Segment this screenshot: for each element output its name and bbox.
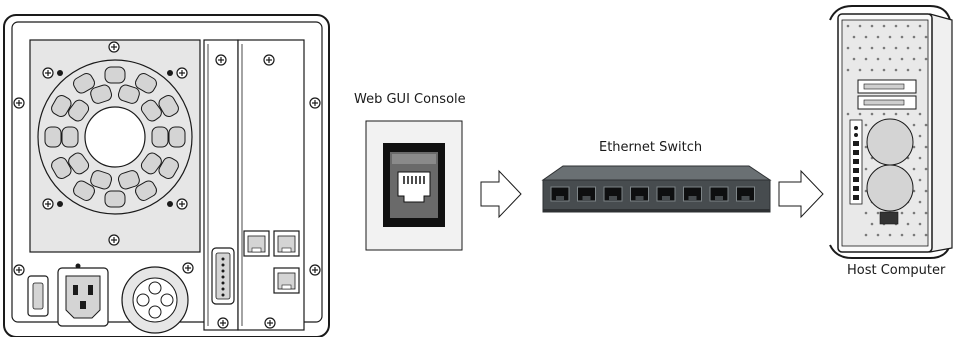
screw-icon <box>217 317 229 329</box>
badge-icon <box>879 211 899 225</box>
fan-slot <box>158 157 179 179</box>
screw-icon <box>182 262 194 274</box>
fan-slot <box>151 126 169 148</box>
rj45-port-icon <box>273 230 300 257</box>
switch-port <box>736 186 755 202</box>
screw-icon <box>309 97 321 109</box>
rj45-port-icon <box>273 267 300 294</box>
drive-bays <box>857 79 917 110</box>
switch-port <box>630 186 649 202</box>
fan-slot <box>158 95 179 117</box>
fan-slot <box>104 66 126 84</box>
arrow-right-icon <box>778 169 824 219</box>
host-computer <box>829 5 953 259</box>
host-computer-label: Host Computer <box>847 263 946 278</box>
fan-slot <box>68 99 90 122</box>
web-gui-console-label: Web GUI Console <box>354 92 466 107</box>
fan-grille <box>37 59 193 215</box>
screw-icon <box>264 317 276 329</box>
fan-slot <box>140 99 162 122</box>
fan-slots <box>44 66 186 208</box>
front-fan <box>866 118 914 166</box>
web-gui-console-box <box>365 120 463 251</box>
fan-slot <box>73 180 95 201</box>
expansion-slots <box>203 39 305 331</box>
fan-slot <box>90 84 113 104</box>
fan-slot <box>135 73 157 94</box>
switch-port <box>683 186 702 202</box>
mount-dot <box>167 70 173 76</box>
fan-slot <box>140 152 162 175</box>
screw-icon <box>42 67 54 79</box>
fan-slot <box>117 170 140 190</box>
screw-icon <box>215 54 227 66</box>
fan-slot <box>44 126 62 148</box>
screw-icon <box>108 234 120 246</box>
screw-icon <box>176 67 188 79</box>
rj45-port-icon <box>397 171 431 203</box>
switch-port <box>709 186 729 202</box>
screw-icon <box>108 41 120 53</box>
fan-slot <box>90 170 113 190</box>
front-ports <box>849 119 863 205</box>
mount-dot <box>57 70 63 76</box>
fan-slot <box>51 95 72 117</box>
fan-slot <box>168 126 186 148</box>
rj45-port-icon <box>243 230 270 257</box>
power-switch <box>27 275 49 317</box>
power-inlet <box>57 263 109 327</box>
screw-icon <box>263 54 275 66</box>
fan-slot <box>61 126 79 148</box>
fan-slot <box>104 190 126 208</box>
screws <box>13 41 321 329</box>
psu-fan <box>121 266 189 334</box>
fan-slot <box>117 84 140 104</box>
mount-dot <box>167 201 173 207</box>
ethernet-switch <box>541 165 772 213</box>
fan-slot <box>73 73 95 94</box>
storage-chassis-rear <box>3 14 330 337</box>
front-fan <box>866 164 914 212</box>
screw-icon <box>176 198 188 210</box>
switch-port <box>577 186 596 202</box>
fan-slot <box>68 152 90 175</box>
mount-dot <box>57 201 63 207</box>
switch-port <box>656 186 676 202</box>
screw-icon <box>13 264 25 276</box>
ethernet-switch-label: Ethernet Switch <box>599 140 703 155</box>
switch-port <box>550 186 570 202</box>
fan-panel <box>29 39 201 253</box>
serial-port <box>211 247 235 305</box>
screw-icon <box>13 97 25 109</box>
fan-slot <box>51 157 72 179</box>
screw-icon <box>42 198 54 210</box>
screw-icon <box>309 264 321 276</box>
fan-slot <box>135 180 157 201</box>
arrow-right-icon <box>480 169 522 219</box>
switch-port <box>603 186 623 202</box>
switch-ports <box>550 186 755 202</box>
